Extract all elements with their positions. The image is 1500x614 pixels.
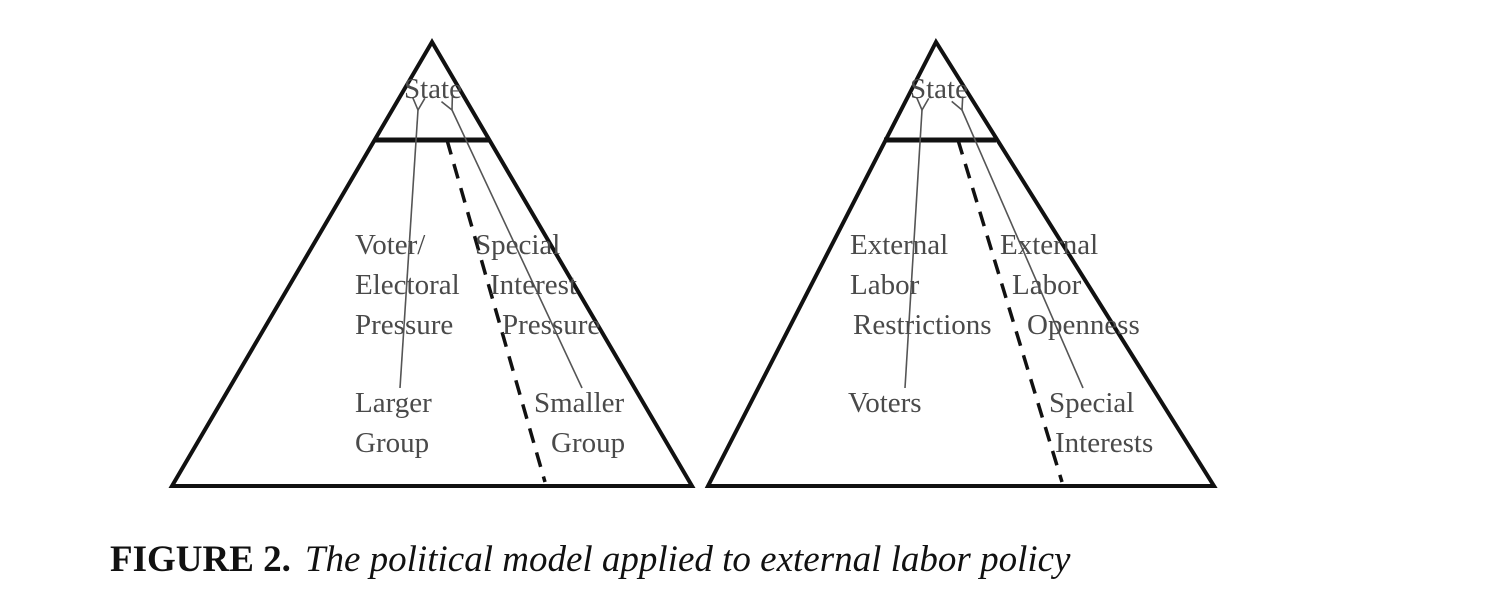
right-base-line-2: Group [551,427,625,459]
right-label-line-2: Labor [1012,269,1082,301]
left-label-line-3: Pressure [355,309,453,341]
left-base-line-1: Voters [848,387,922,419]
dashed-separator [445,139,547,483]
left-base-line-1: Larger [355,387,432,419]
right-base-line-2: Interests [1055,427,1153,459]
pyramid-right: State External Labor Restrictions Extern… [704,37,1218,488]
figure-caption-text: The political model applied to external … [304,539,1071,580]
right-label-line-1: Special [475,229,560,261]
arrow-electoral [399,110,418,389]
left-label-line-2: Labor [850,269,920,301]
pyramid-left: State Voter/ Electoral Pressure Special … [168,38,696,488]
right-label-line-2: Interest [490,269,577,301]
apex-label: State [404,73,462,105]
pyramid-outline [168,38,696,488]
figure-caption: FIGURE 2. The political model applied to … [110,538,1070,581]
right-label-line-3: Openness [1027,309,1140,341]
left-base-line-2: Group [355,427,429,459]
left-label-line-3: Restrictions [853,309,992,341]
right-base-line-1: Smaller [534,387,625,419]
right-label-line-3: Pressure [502,309,600,341]
arrow-special-interests [962,110,1084,389]
left-label-line-2: Electoral [355,269,460,301]
left-label-line-1: External [850,229,948,261]
apex-label: State [910,73,968,105]
left-label-line-1: Voter/ [355,229,426,261]
figure-number: FIGURE 2. [110,539,291,580]
dashed-separator [956,139,1064,483]
arrow-voters [904,110,922,389]
right-label-line-1: External [1000,229,1098,261]
pyramid-outline [704,37,1218,488]
arrow-special-interest [452,110,583,389]
right-base-line-1: Special [1049,387,1134,419]
